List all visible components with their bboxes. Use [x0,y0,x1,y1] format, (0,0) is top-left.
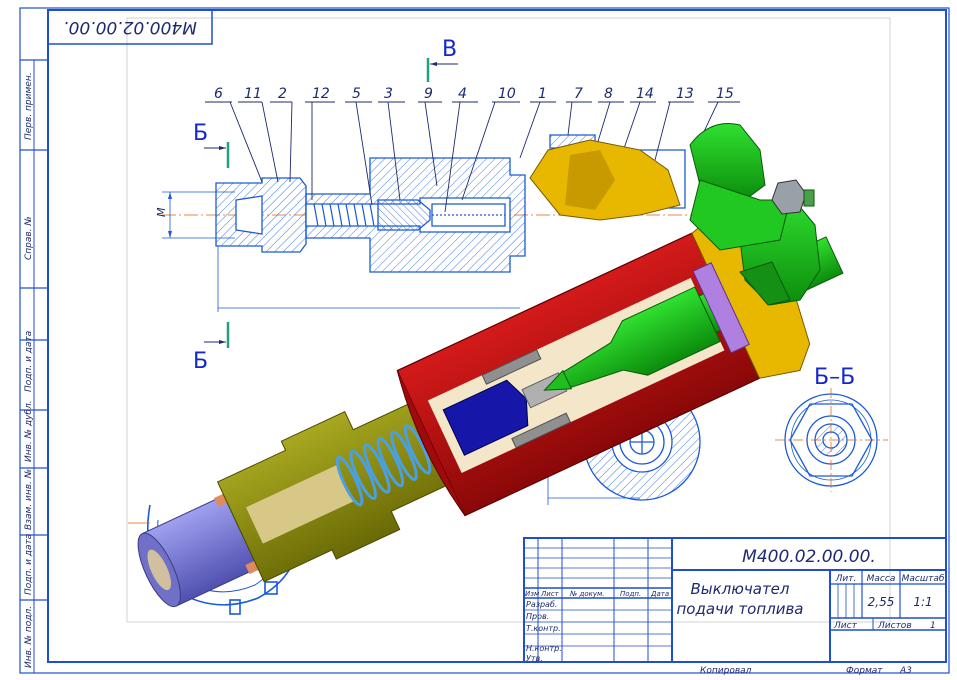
callout-1: 1 [538,86,547,102]
callout-14: 14 [636,86,654,102]
section-label-v: В [442,37,457,62]
col-izm: Изм [525,590,540,598]
callout-12: 12 [312,86,330,102]
mirrored-designation-box: М400.02.00.00. [47,9,213,45]
callout-5: 5 [352,86,361,102]
col-list: Лист [540,590,560,598]
sheet-label: Лист [833,621,858,631]
role-tech-control: Т.контр. [526,624,561,633]
stamp-label-sign-date-2: Подп. и дата [24,534,34,595]
callout-7: 7 [574,86,583,102]
stamp-label-first-use: Перв. примен. [24,72,34,140]
role-approved: Утв. [526,654,543,663]
role-checker: Пров. [526,612,549,621]
role-norm-control: Н.контр. [526,644,562,653]
stamp-label-ref-no: Справ. № [24,216,34,260]
col-doc-no: № докум. [569,590,605,598]
stamp-label-dup-inv: Инв. № дубл. [24,400,34,462]
yellow-lock-ring-top [529,139,681,221]
mass-value: 2,55 [868,595,895,609]
callout-2: 2 [278,86,287,102]
title-block [523,537,947,663]
section-bb-view [775,388,888,492]
callout-3: 3 [384,86,393,102]
section-label-b-top: Б [193,121,208,146]
callout-4: 4 [458,86,467,102]
dim-m-label: М [155,207,168,217]
section-label-b-bottom: Б [193,349,208,374]
mirrored-designation: М400.02.00.00. [63,17,197,37]
title-line-1: Выключател [690,580,789,598]
cutaway-model [137,206,844,608]
designation: М400.02.00.00. [742,547,876,567]
col-date: Дата [650,590,669,598]
view-boundary [126,17,891,623]
sheets-value: 1 [930,621,936,631]
title-block-text: М400.02.00.00. Выключател подачи топлива… [525,547,945,676]
stamp-label-sign-date-1: Подп. и дата [24,331,34,392]
green-handwheel [689,123,821,306]
side-stamp: Перв. примен. Справ. № Подп. и дата Инв.… [20,59,48,673]
callout-9: 9 [424,86,433,102]
callout-numbers: 6 11 2 12 5 3 9 4 10 1 7 8 14 13 15 [214,86,734,102]
callout-13: 13 [676,86,694,102]
stamp-label-orig-inv: Инв. № подл. [24,606,34,668]
callout-leaders [205,101,740,213]
copied-label: Копировал [700,666,752,676]
col-mass: Масса [867,574,896,584]
callout-15: 15 [716,86,734,102]
col-scale: Масштаб [902,574,945,584]
stamp-label-repl-inv: Взам. инв. № [24,469,34,530]
inner-frame [47,9,947,663]
callout-8: 8 [604,86,613,102]
scale-value: 1:1 [913,595,932,609]
section-markers [204,58,458,348]
sheets-label: Листов [877,621,912,631]
format-value: А3 [899,666,912,676]
callout-11: 11 [244,86,262,102]
callout-6: 6 [214,86,223,102]
section-bb-label: Б–Б [814,365,855,390]
format-label: Формат [846,666,883,676]
role-developer: Разраб. [526,600,557,609]
col-sign: Подп. [620,590,641,598]
title-line-2: подачи топлива [676,600,803,618]
col-lit: Лит. [835,574,857,584]
callout-10: 10 [498,86,516,102]
